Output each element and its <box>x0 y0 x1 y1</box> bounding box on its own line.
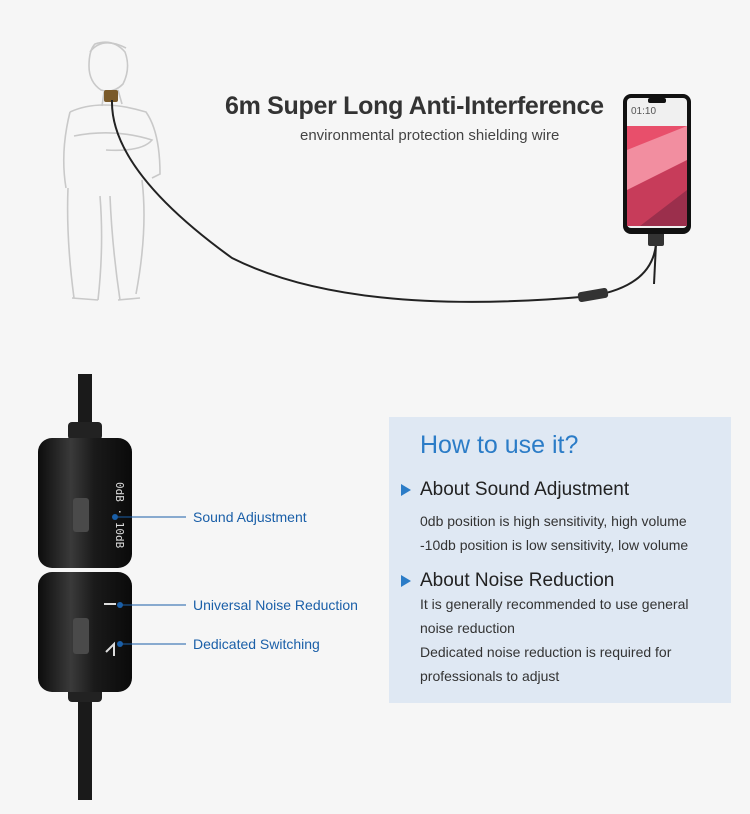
noise-line-1: It is generally recommended to use gener… <box>420 596 689 612</box>
noise-line-4: professionals to adjust <box>420 668 560 684</box>
sound-section-title: About Sound Adjustment <box>420 479 630 500</box>
how-to-panel: How to use it? About Sound Adjustment 0d… <box>389 417 731 703</box>
smartphone <box>623 94 691 234</box>
subheadline: environmental protection shielding wire <box>300 127 560 144</box>
cable <box>110 99 657 303</box>
mic-controller-illustration: 0dB · 10dB <box>38 374 186 800</box>
noise-section-title: About Noise Reduction <box>420 570 615 591</box>
sound-switch[interactable] <box>73 498 89 532</box>
sound-line-1: 0db position is high sensitivity, high v… <box>420 513 687 529</box>
callout-universal-noise-reduction: Universal Noise Reduction <box>193 597 358 613</box>
triangle-bullet-icon <box>401 575 411 587</box>
usb-plug <box>648 232 664 246</box>
lav-mic <box>104 90 118 102</box>
cable-connector <box>577 287 609 303</box>
callout-sound-adjustment: Sound Adjustment <box>193 509 307 525</box>
panel-title: How to use it? <box>420 431 579 459</box>
sound-section-heading: About Sound Adjustment <box>401 479 629 501</box>
noise-section-heading: About Noise Reduction <box>401 570 614 592</box>
switch-marks: 0dB · 10dB <box>113 482 126 549</box>
hero-section: 01:10 6m Super Long Anti-Interference en… <box>0 0 750 360</box>
noise-line-2: noise reduction <box>420 620 515 636</box>
cable-bottom <box>78 700 92 800</box>
noise-line-3: Dedicated noise reduction is required fo… <box>420 644 672 660</box>
noise-switch[interactable] <box>73 618 89 654</box>
person-sketch <box>62 41 161 301</box>
phone-time: 01:10 <box>631 106 657 117</box>
hero-illustration <box>62 41 691 303</box>
triangle-bullet-icon <box>401 484 411 496</box>
headline: 6m Super Long Anti-Interference <box>225 92 604 120</box>
sound-line-2: -10db position is low sensitivity, low v… <box>420 537 689 553</box>
callout-dedicated-switching: Dedicated Switching <box>193 636 320 652</box>
cable-top <box>78 374 92 434</box>
